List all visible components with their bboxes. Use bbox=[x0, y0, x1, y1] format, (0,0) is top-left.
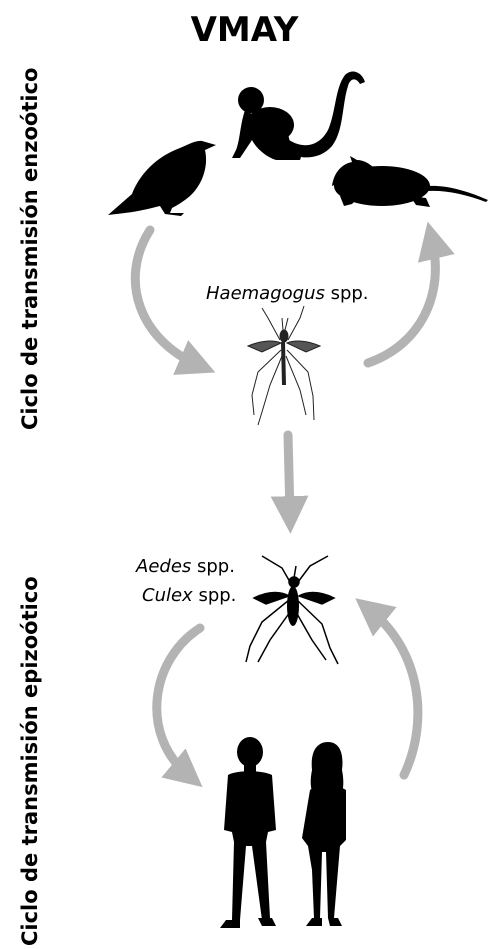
arrow-mosquito-to-humans bbox=[157, 628, 200, 775]
aedes-suffix: spp. bbox=[191, 556, 235, 577]
rat-icon bbox=[332, 156, 488, 207]
arrow-humans-to-mosquito bbox=[370, 610, 418, 775]
aedes-genus: Aedes bbox=[136, 556, 191, 577]
man-icon bbox=[220, 737, 276, 928]
bird-icon bbox=[108, 141, 216, 216]
mosquito-icon bbox=[248, 306, 320, 425]
aedes-label: Aedes spp. bbox=[136, 556, 235, 577]
arrow-mosquito-to-rat bbox=[368, 240, 435, 363]
culex-label: Culex spp. bbox=[142, 585, 236, 606]
arrow-bird-to-mosquito bbox=[135, 230, 198, 365]
arrow-down-between-cycles bbox=[288, 435, 290, 515]
haemagogus-suffix: spp. bbox=[325, 283, 369, 304]
woman-icon bbox=[302, 742, 346, 926]
culex-genus: Culex bbox=[142, 585, 193, 606]
culex-suffix: spp. bbox=[193, 585, 237, 606]
haemagogus-label: Haemagogus spp. bbox=[206, 283, 369, 304]
monkey-icon bbox=[232, 71, 365, 160]
mosquito-icon bbox=[246, 556, 338, 664]
haemagogus-genus: Haemagogus bbox=[206, 283, 325, 304]
